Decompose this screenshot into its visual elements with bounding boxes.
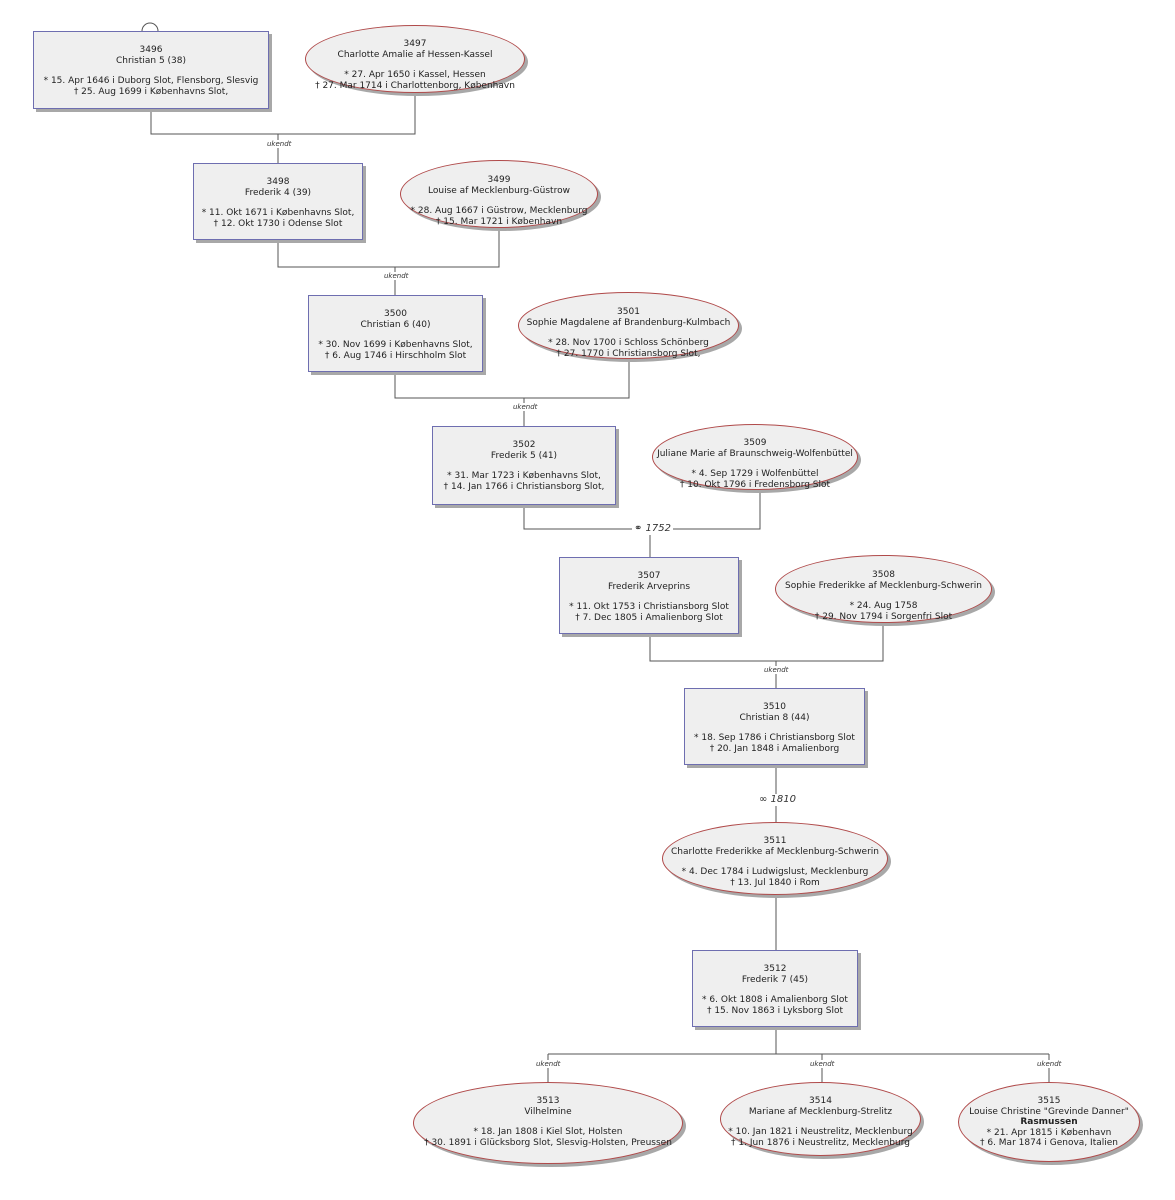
- person-death: † 1. Jun 1876 i Neustrelitz, Mecklenburg: [731, 1137, 910, 1148]
- person-id: 3509: [743, 438, 767, 448]
- person-name: Sophie Magdalene af Brandenburg-Kulmbach: [526, 317, 731, 328]
- person-id: 3497: [403, 39, 427, 49]
- person-node-3510[interactable]: 3510 Christian 8 (44) * 18. Sep 1786 i C…: [684, 688, 865, 765]
- person-node-3515[interactable]: 3515 Louise Christine "Grevinde Danner" …: [958, 1082, 1140, 1162]
- person-node-3496[interactable]: 3496 Christian 5 (38) * 15. Apr 1646 i D…: [33, 31, 269, 109]
- person-birth: * 18. Sep 1786 i Christiansborg Slot: [694, 733, 855, 743]
- person-birth: * 10. Jan 1821 i Neustrelitz, Mecklenbur…: [728, 1127, 913, 1137]
- union-label: ukendt: [763, 666, 790, 674]
- child-label: ukendt: [535, 1060, 562, 1068]
- person-name: Louise Christine "Grevinde Danner": [969, 1106, 1129, 1117]
- union-label: ukendt: [512, 403, 539, 411]
- person-node-3514[interactable]: 3514 Mariane af Mecklenburg-Strelitz * 1…: [720, 1082, 921, 1156]
- person-node-3501[interactable]: 3501 Sophie Magdalene af Brandenburg-Kul…: [518, 292, 739, 359]
- person-id: 3515: [1037, 1096, 1061, 1106]
- person-id: 3499: [487, 175, 511, 185]
- person-birth: * 6. Okt 1808 i Amalienborg Slot: [702, 995, 848, 1005]
- person-id: 3500: [384, 309, 407, 319]
- person-name: Mariane af Mecklenburg-Strelitz: [748, 1106, 893, 1117]
- person-node-3507[interactable]: 3507 Frederik Arveprins * 11. Okt 1753 i…: [559, 557, 739, 634]
- person-node-3502[interactable]: 3502 Frederik 5 (41) * 31. Mar 1723 i Kø…: [432, 426, 616, 505]
- person-node-3497[interactable]: 3497 Charlotte Amalie af Hessen-Kassel *…: [305, 25, 525, 93]
- person-death: † 7. Dec 1805 i Amalienborg Slot: [575, 612, 723, 623]
- person-name: Christian 6 (40): [360, 319, 431, 330]
- person-id: 3514: [809, 1096, 832, 1106]
- person-name: Charlotte Frederikke af Mecklenburg-Schw…: [670, 846, 879, 857]
- person-name: Frederik 4 (39): [244, 187, 312, 198]
- person-id: 3512: [763, 964, 787, 974]
- person-name: Juliane Marie af Braunschweig-Wolfenbütt…: [657, 448, 853, 459]
- person-birth: * 28. Nov 1700 i Schloss Schönberg: [548, 338, 709, 348]
- person-death: † 27. 1770 i Christiansborg Slot,: [556, 348, 701, 359]
- person-birth: * 21. Apr 1815 i København: [986, 1127, 1112, 1138]
- person-name: Christian 8 (44): [739, 712, 810, 723]
- person-name: Frederik 7 (45): [741, 974, 809, 985]
- person-birth: * 30. Nov 1699 i Københavns Slot,: [318, 340, 473, 350]
- person-name: Vilhelmine: [524, 1106, 572, 1117]
- child-label: ukendt: [1036, 1060, 1063, 1068]
- person-id: 3508: [872, 570, 895, 580]
- person-birth: * 28. Aug 1667 i Güstrow, Mecklenburg: [410, 206, 588, 216]
- person-id: 3502: [512, 440, 536, 450]
- person-death: † 14. Jan 1766 i Christiansborg Slot,: [443, 481, 605, 492]
- person-birth: * 15. Apr 1646 i Duborg Slot, Flensborg,…: [43, 76, 259, 86]
- person-birth: * 11. Okt 1753 i Christiansborg Slot: [569, 602, 729, 612]
- union-line-5: [649, 623, 884, 662]
- person-node-3513[interactable]: 3513 Vilhelmine * 18. Jan 1808 i Kiel Sl…: [413, 1082, 683, 1164]
- person-death: † 12. Okt 1730 i Odense Slot: [213, 218, 343, 229]
- person-node-3498[interactable]: 3498 Frederik 4 (39) * 11. Okt 1671 i Kø…: [193, 163, 363, 240]
- person-surname: Rasmussen: [1020, 1117, 1078, 1127]
- person-birth: * 27. Apr 1650 i Kassel, Hessen: [344, 70, 486, 80]
- person-node-3509[interactable]: 3509 Juliane Marie af Braunschweig-Wolfe…: [652, 424, 858, 490]
- person-name: Charlotte Amalie af Hessen-Kassel: [337, 49, 493, 60]
- person-id: 3507: [637, 571, 661, 581]
- person-node-3500[interactable]: 3500 Christian 6 (40) * 30. Nov 1699 i K…: [308, 295, 483, 372]
- union-label: ukendt: [266, 140, 293, 148]
- person-death: † 30. 1891 i Glücksborg Slot, Slesvig-Ho…: [424, 1137, 672, 1148]
- person-node-3512[interactable]: 3512 Frederik 7 (45) * 6. Okt 1808 i Ama…: [692, 950, 858, 1027]
- person-id: 3501: [617, 307, 640, 317]
- person-node-3499[interactable]: 3499 Louise af Mecklenburg-Güstrow * 28.…: [400, 160, 598, 228]
- person-death: † 13. Jul 1840 i Rom: [730, 877, 820, 888]
- person-name: Frederik 5 (41): [490, 450, 558, 461]
- person-death: † 15. Mar 1721 i København: [435, 216, 563, 227]
- person-death: † 10. Okt 1796 i Fredensborg Slot: [679, 479, 831, 490]
- marriage-label: ⚭ 1752: [632, 523, 674, 535]
- person-node-3511[interactable]: 3511 Charlotte Frederikke af Mecklenburg…: [662, 822, 888, 895]
- person-id: 3498: [266, 177, 290, 187]
- person-name: Sophie Frederikke af Mecklenburg-Schweri…: [785, 580, 982, 591]
- person-birth: * 24. Aug 1758: [849, 601, 918, 611]
- person-birth: * 18. Jan 1808 i Kiel Slot, Holsten: [473, 1127, 623, 1137]
- child-label: ukendt: [809, 1060, 836, 1068]
- marriage-label: ∞ 1810: [757, 794, 798, 806]
- person-id: 3513: [536, 1096, 560, 1106]
- person-id: 3510: [763, 702, 786, 712]
- union-line-2: [277, 228, 500, 268]
- person-birth: * 31. Mar 1723 i Københavns Slot,: [447, 471, 601, 481]
- person-birth: * 11. Okt 1671 i Københavns Slot,: [201, 208, 355, 218]
- person-node-3508[interactable]: 3508 Sophie Frederikke af Mecklenburg-Sc…: [775, 555, 992, 623]
- person-name: Christian 5 (38): [115, 55, 187, 66]
- person-death: † 15. Nov 1863 i Lyksborg Slot: [706, 1005, 844, 1016]
- person-id: 3496: [139, 45, 163, 55]
- union-label: ukendt: [383, 272, 410, 280]
- loop-connector: [141, 22, 159, 32]
- person-death: † 6. Aug 1746 i Hirschholm Slot: [324, 350, 467, 361]
- person-death: † 6. Mar 1874 i Genova, Italien: [979, 1138, 1118, 1148]
- person-death: † 27. Mar 1714 i Charlottenborg, Københa…: [315, 80, 515, 91]
- person-name: Frederik Arveprins: [607, 581, 691, 592]
- person-death: † 25. Aug 1699 i Københavns Slot,: [73, 86, 229, 97]
- person-birth: * 4. Dec 1784 i Ludwigslust, Mecklenburg: [681, 867, 869, 877]
- union-line-3: [394, 358, 630, 399]
- person-id: 3511: [763, 836, 787, 846]
- person-birth: * 4. Sep 1729 i Wolfenbüttel: [691, 469, 819, 479]
- person-name: Louise af Mecklenburg-Güstrow: [428, 185, 570, 196]
- union-line-1: [150, 93, 416, 135]
- person-death: † 20. Jan 1848 i Amalienborg: [709, 743, 840, 754]
- person-death: † 29. Nov 1794 i Sorgenfri Slot: [814, 611, 953, 622]
